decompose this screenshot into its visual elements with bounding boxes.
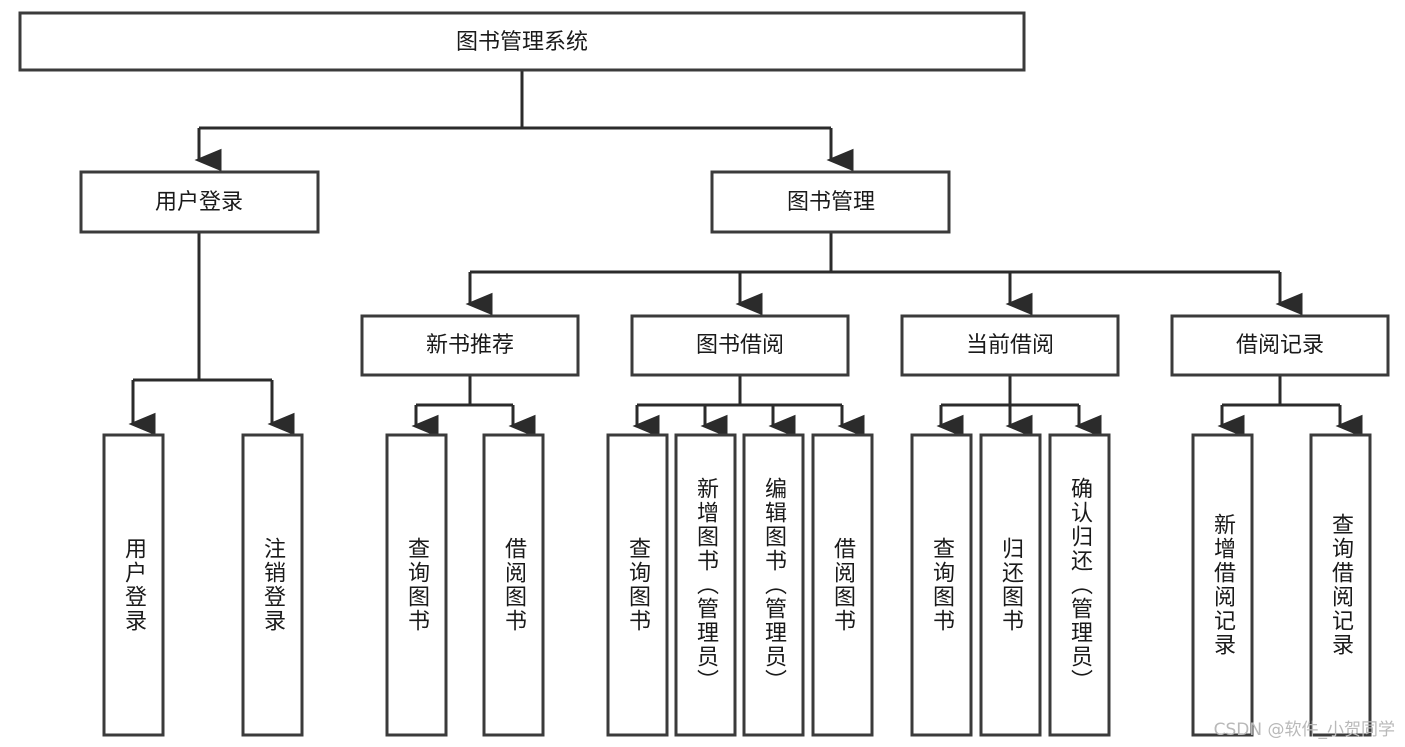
node-borrow-record[interactable]: 借阅记录 xyxy=(1170,314,1390,377)
leaf-current-borrow-1-label: 归还图书 xyxy=(998,537,1024,633)
connector-bookborrow-to-leaves xyxy=(632,375,865,438)
connector-newbook-to-leaves xyxy=(411,375,536,438)
connector-borrowrecord-to-leaves xyxy=(1217,375,1363,438)
leaf-new-book-1[interactable]: 借阅图书 xyxy=(482,433,545,737)
node-book-borrow-label: 图书借阅 xyxy=(696,333,784,358)
leaf-current-borrow-0-label: 查询图书 xyxy=(929,537,955,633)
node-current-borrow-label: 当前借阅 xyxy=(966,333,1054,358)
node-current-borrow[interactable]: 当前借阅 xyxy=(900,314,1120,377)
connector-userlogin-to-leaves xyxy=(128,232,295,436)
leaf-borrow-record-1-label: 查询借阅记录 xyxy=(1328,513,1354,657)
leaf-user-login-1[interactable]: 注销登录 xyxy=(241,433,304,737)
leaf-book-borrow-2-label: 编辑图书（管理员） xyxy=(761,477,787,693)
leaf-user-login-0-label: 用户登录 xyxy=(121,537,147,633)
leaf-book-borrow-1[interactable]: 新增图书（管理员） xyxy=(674,433,737,737)
node-root[interactable]: 图书管理系统 xyxy=(18,11,1026,72)
leaf-current-borrow-0[interactable]: 查询图书 xyxy=(910,433,973,737)
node-book-management-label: 图书管理 xyxy=(787,190,875,215)
node-user-login-label: 用户登录 xyxy=(155,190,243,215)
node-new-book-recommend[interactable]: 新书推荐 xyxy=(360,314,580,377)
node-book-borrow[interactable]: 图书借阅 xyxy=(630,314,850,377)
leaf-new-book-0-label: 查询图书 xyxy=(404,537,430,633)
leaf-borrow-record-0-label: 新增借阅记录 xyxy=(1210,513,1236,657)
leaf-current-borrow-2[interactable]: 确认归还（管理员） xyxy=(1048,433,1111,737)
leaf-borrow-record-0[interactable]: 新增借阅记录 xyxy=(1191,433,1254,737)
leaf-book-borrow-1-label: 新增图书（管理员） xyxy=(693,477,719,693)
leaf-new-book-1-label: 借阅图书 xyxy=(501,537,527,633)
leaf-book-borrow-0[interactable]: 查询图书 xyxy=(606,433,669,737)
connector-root-to-level2 xyxy=(194,70,854,172)
leaf-user-login-0[interactable]: 用户登录 xyxy=(102,433,165,737)
leaf-book-borrow-3-label: 借阅图书 xyxy=(830,537,856,633)
node-book-management[interactable]: 图书管理 xyxy=(710,170,951,234)
node-borrow-record-label: 借阅记录 xyxy=(1236,333,1324,358)
connector-bookmgmt-to-level3 xyxy=(465,232,1303,316)
leaf-new-book-0[interactable]: 查询图书 xyxy=(385,433,448,737)
leaf-borrow-record-1[interactable]: 查询借阅记录 xyxy=(1309,433,1372,737)
leaf-current-borrow-1[interactable]: 归还图书 xyxy=(979,433,1042,737)
leaf-book-borrow-2[interactable]: 编辑图书（管理员） xyxy=(742,433,805,737)
leaf-current-borrow-2-label: 确认归还（管理员） xyxy=(1067,477,1093,693)
leaf-book-borrow-0-label: 查询图书 xyxy=(625,537,651,633)
leaf-book-borrow-3[interactable]: 借阅图书 xyxy=(811,433,874,737)
connector-currentborrow-to-leaves xyxy=(936,375,1102,438)
node-root-label: 图书管理系统 xyxy=(456,30,588,55)
node-new-book-recommend-label: 新书推荐 xyxy=(426,333,514,358)
node-user-login[interactable]: 用户登录 xyxy=(79,170,320,234)
leaf-user-login-1-label: 注销登录 xyxy=(260,537,286,633)
